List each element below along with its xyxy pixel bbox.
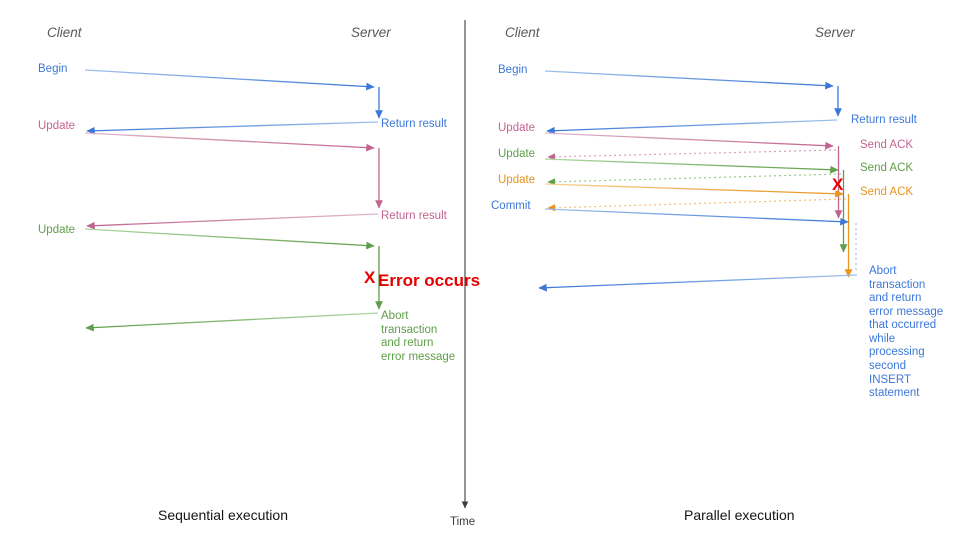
left-msg-begin: Begin [38,63,68,75]
left-actor-server: Server [351,25,391,40]
left-error-label: Error occurs [378,271,481,290]
arrow-return-result-r [546,119,838,135]
arrow-update-2 [84,228,375,250]
left-msg-update-1: Update [38,120,76,132]
right-panel-arrows [538,70,858,292]
left-error-marker: X [364,268,376,287]
right-msg-ack-3: Send ACK [860,186,914,198]
right-msg-ack-2: Send ACK [860,162,914,174]
arrow-ack-3 [547,198,847,212]
left-msg-update-2: Update [38,224,76,236]
arrow-abort-left [85,312,379,332]
arrow-return-result-2 [86,213,379,230]
arrow-update-3-r [544,183,844,198]
right-caption: Parallel execution [684,507,795,523]
right-msg-return-result: Return result [851,114,917,126]
left-msg-abort: Abort transaction and return error messa… [381,310,456,363]
arrow-update-1-r [544,132,834,150]
left-panel-arrows [84,69,383,332]
right-msg-begin: Begin [498,64,528,76]
arrow-abort-right [538,274,858,292]
right-error-marker: X [832,175,844,194]
right-actor-client: Client [505,25,540,40]
left-caption: Sequential execution [158,507,288,523]
left-actor-client: Client [47,25,82,40]
right-msg-commit: Commit [491,200,531,212]
arrow-update-2-r [544,158,839,174]
arrow-commit [544,208,849,226]
time-axis-label: Time [450,516,476,528]
arrow-ack-2 [547,173,842,186]
arrow-begin-r [544,70,834,90]
right-msg-update-3: Update [498,174,536,186]
right-msg-ack-1: Send ACK [860,139,914,151]
right-actor-server: Server [815,25,855,40]
right-msg-update-2: Update [498,148,536,160]
right-msg-abort: Abort transaction and return error messa… [869,265,944,400]
arrow-update-1 [84,132,375,152]
arrow-ack-1 [547,149,837,161]
arrow-return-result-1 [86,121,379,135]
right-msg-update-1: Update [498,122,536,134]
arrow-begin [84,69,375,91]
left-msg-return-result-2: Return result [381,210,447,222]
left-msg-return-result-1: Return result [381,118,447,130]
